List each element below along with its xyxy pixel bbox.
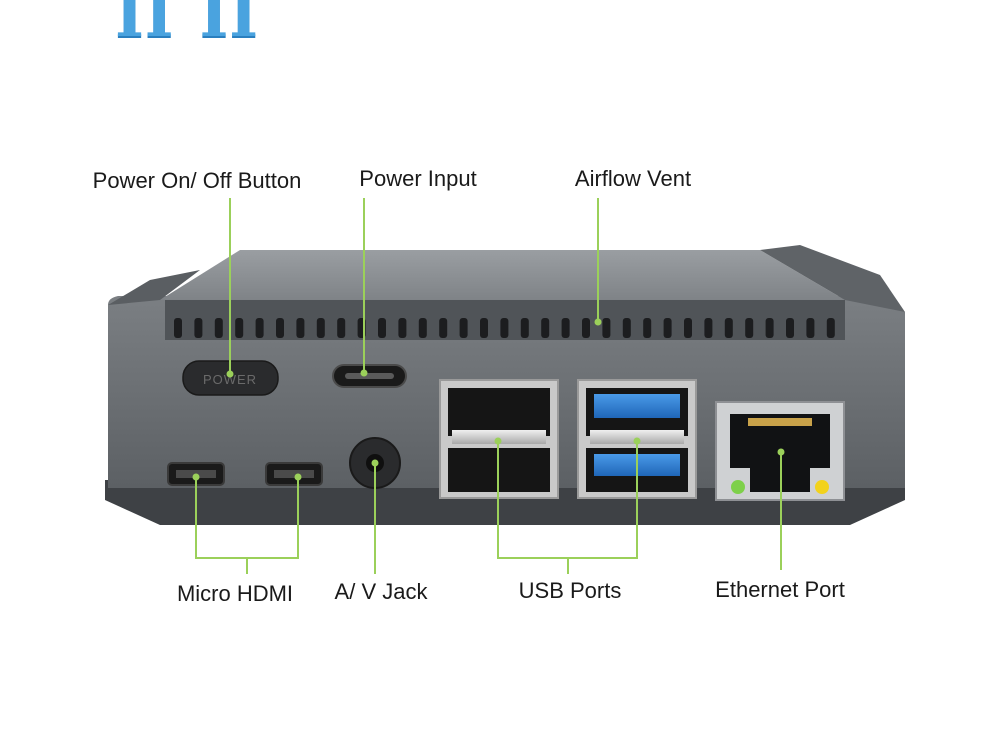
vent-slot bbox=[296, 318, 305, 338]
vent-slot bbox=[724, 318, 733, 338]
label-power-button: Power On/ Off Button bbox=[92, 168, 302, 193]
vent-slot bbox=[684, 318, 692, 338]
vent-slot bbox=[561, 318, 570, 338]
vent-slot bbox=[194, 318, 203, 338]
vent-slot bbox=[745, 318, 754, 338]
vent-slot bbox=[174, 318, 182, 338]
vent-slot bbox=[520, 318, 529, 338]
vent-slot bbox=[541, 318, 550, 338]
vent-slot bbox=[255, 318, 264, 338]
power-button-label: POWER bbox=[203, 372, 257, 387]
label-ethernet-port: Ethernet Port bbox=[715, 577, 845, 602]
label-micro-hdmi: Micro HDMI bbox=[176, 581, 294, 606]
vent-slot bbox=[235, 318, 244, 338]
vent-slot bbox=[786, 318, 794, 338]
case-base bbox=[105, 480, 905, 525]
vent-slot bbox=[480, 318, 488, 338]
vent-slot bbox=[765, 318, 774, 338]
vent-slot bbox=[826, 318, 835, 338]
usb2-port-top bbox=[448, 388, 550, 436]
ethernet-led-green bbox=[731, 480, 745, 494]
vent-slot bbox=[582, 318, 590, 338]
vent-slot bbox=[378, 318, 386, 338]
callout-dots bbox=[192, 318, 785, 481]
vent-slot bbox=[602, 318, 611, 338]
line-micro-hdmi bbox=[195, 475, 299, 574]
vent-slots bbox=[174, 318, 835, 338]
vent-slot bbox=[622, 318, 631, 338]
vent-slot bbox=[806, 318, 815, 338]
label-usb-ports: USB Ports bbox=[518, 578, 622, 603]
vent-slot bbox=[316, 318, 325, 338]
usb-c-tongue bbox=[345, 373, 394, 379]
case-rear-chamfer bbox=[760, 245, 905, 312]
vent-slot bbox=[500, 318, 509, 338]
vent-slot bbox=[337, 318, 346, 338]
label-airflow-vent: Airflow Vent bbox=[574, 166, 692, 191]
ethernet-led-yellow bbox=[815, 480, 829, 494]
vent-slot bbox=[276, 318, 284, 338]
line-usb-ports bbox=[497, 441, 638, 574]
usb2-port-top-tongue bbox=[452, 430, 546, 444]
usb3-port-top-tongue bbox=[594, 394, 680, 418]
vent-slot bbox=[439, 318, 448, 338]
vent-slot bbox=[214, 318, 223, 338]
vent-slot bbox=[704, 318, 713, 338]
vent-slot bbox=[643, 318, 652, 338]
case-top bbox=[160, 250, 845, 300]
vent-slot bbox=[459, 318, 468, 338]
vent-slot bbox=[398, 318, 407, 338]
label-av-jack: A/ V Jack bbox=[334, 579, 428, 604]
usb3-port-mid-tongue bbox=[590, 430, 684, 444]
callout-lines bbox=[195, 198, 782, 574]
vent-slot bbox=[663, 318, 672, 338]
label-power-input: Power Input bbox=[359, 166, 477, 191]
micro-hdmi-port-2-inner bbox=[274, 470, 314, 478]
brand-logo-fragment: ΠΠ bbox=[115, 0, 285, 51]
ethernet-contacts bbox=[748, 418, 812, 426]
vent-slot bbox=[418, 318, 427, 338]
case-left-chamfer bbox=[108, 270, 200, 305]
